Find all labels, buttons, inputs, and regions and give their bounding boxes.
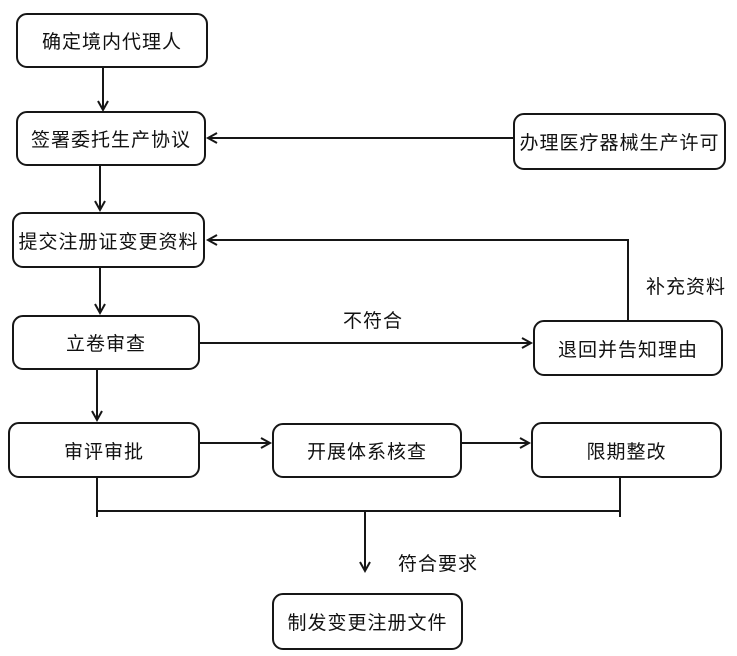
node-system-verification: 开展体系核查	[272, 423, 462, 478]
edge-label-supplement: 补充资料	[646, 277, 727, 298]
node-production-license: 办理医疗器械生产许可	[513, 113, 726, 170]
node-deadline-rectification: 限期整改	[531, 422, 722, 478]
node-review-approval: 审评审批	[8, 422, 200, 478]
node-submit-change-materials: 提交注册证变更资料	[12, 212, 205, 268]
node-determine-domestic-agent: 确定境内代理人	[16, 13, 208, 68]
edge-label-not-conform: 不符合	[343, 311, 404, 332]
node-filing-review: 立卷审查	[12, 315, 200, 370]
arrow-return-to-submit	[205, 234, 629, 320]
node-return-with-reasons: 退回并告知理由	[533, 320, 723, 376]
node-sign-production-agreement: 签署委托生产协议	[16, 111, 206, 166]
node-issue-change-registration: 制发变更注册文件	[272, 593, 463, 650]
edge-label-conform: 符合要求	[398, 554, 479, 575]
